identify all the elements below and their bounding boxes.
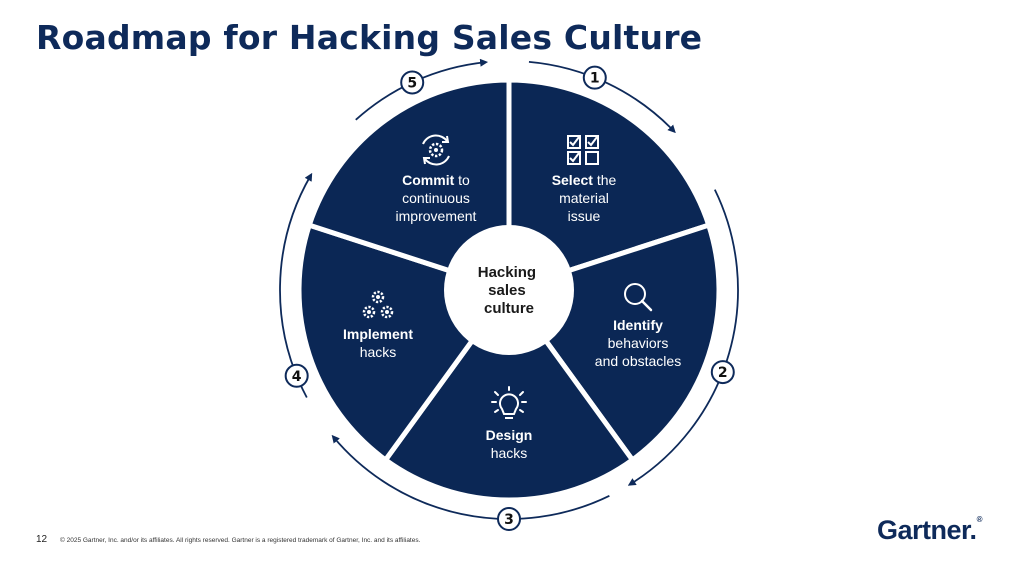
step-label-line: hacks — [360, 344, 397, 360]
ray-shape — [494, 391, 499, 396]
hub-circle — [444, 225, 574, 355]
hub: Hacking sales culture — [444, 225, 574, 355]
step-badge-1: 1 — [582, 65, 607, 90]
page-number: 12 — [36, 534, 48, 545]
cycle-arrow — [627, 189, 739, 486]
check-mark-shape — [569, 152, 580, 163]
step-label-rest: to — [454, 172, 470, 188]
badge-circle — [400, 70, 425, 95]
step-badge-3: 3 — [497, 507, 521, 531]
step-badge-4: 4 — [284, 363, 309, 388]
step-label-line: continuous — [402, 190, 470, 206]
gear-hub-shape — [434, 148, 438, 152]
gear-shape — [428, 142, 444, 158]
gear-cycle-icon — [422, 134, 450, 166]
step-2-label: Identify behaviors and obstacles — [595, 317, 681, 369]
page-title: Roadmap for Hacking Sales Culture — [36, 18, 703, 57]
checkbox-shape — [585, 151, 599, 165]
copyright-notice: © 2025 Gartner, Inc. and/or its affiliat… — [60, 537, 421, 544]
step-label-line: hacks — [491, 445, 528, 461]
check-mark-shape — [569, 136, 580, 147]
segment-step-5 — [306, 77, 512, 294]
step-label-line: Commit to — [402, 172, 470, 188]
badge-number: 5 — [407, 75, 417, 91]
hub-line: culture — [484, 300, 534, 317]
step-label-bold: Commit — [402, 172, 454, 188]
checklist-icon — [567, 135, 599, 165]
gartner-logo: Gartner.® — [877, 515, 983, 545]
step-label-line: and obstacles — [595, 353, 681, 369]
magnifier-icon — [624, 283, 653, 312]
handle-shape — [640, 299, 653, 312]
badge-number: 4 — [292, 369, 302, 385]
step-label-bold: Identify — [613, 317, 663, 333]
step-1-label: Select the material issue — [552, 172, 617, 224]
check-mark-shape — [587, 136, 598, 147]
gear-hub-shape — [376, 295, 380, 299]
checkbox-shape — [585, 135, 599, 149]
badge-number: 2 — [718, 365, 728, 381]
ray-shape — [519, 409, 524, 413]
step-label-line: behaviors — [608, 335, 669, 351]
step-label-bold: Design — [486, 427, 533, 443]
gear-shape — [371, 290, 385, 304]
step-5-label: Commit to continuous improvement — [396, 172, 477, 224]
hub-line: sales — [488, 282, 526, 299]
step-3-label: Design hacks — [486, 427, 533, 461]
cycle-arrow — [528, 60, 676, 134]
step-label-bold: Implement — [343, 326, 413, 342]
step-number-badges: 1 2 3 4 5 — [284, 65, 735, 531]
gear-shape — [362, 305, 376, 319]
step-label-line: Design — [486, 427, 533, 443]
hub-label: Hacking sales culture — [478, 264, 541, 317]
cycle-arc-shape — [424, 155, 450, 166]
gear-shape — [380, 305, 394, 319]
step-label-line: improvement — [396, 208, 477, 224]
step-label-bold: Select — [552, 172, 594, 188]
hub-line: Hacking — [478, 264, 536, 281]
cycle-arrow — [331, 434, 610, 520]
step-badge-5: 5 — [400, 70, 425, 95]
cycle-arrow-shape — [422, 157, 430, 165]
gear-hub-shape — [367, 310, 371, 314]
step-label-line: Implement — [343, 326, 413, 342]
step-4-label: Implement hacks — [343, 326, 413, 360]
badge-number: 1 — [590, 71, 600, 87]
gear-hub-shape — [385, 310, 389, 314]
cycle-arrow-shape — [442, 135, 450, 143]
checkbox-shape — [567, 135, 581, 149]
step-label-line: issue — [568, 208, 601, 224]
step-label-line: Identify — [613, 317, 663, 333]
logo-text: Gartner — [877, 515, 970, 545]
checkbox-shape — [567, 151, 581, 165]
lightbulb-icon — [491, 386, 527, 419]
cycle-arc-shape — [422, 134, 448, 145]
step-label-rest: the — [593, 172, 617, 188]
lens-shape — [624, 283, 646, 305]
segment-step-1 — [506, 77, 712, 294]
badge-circle — [497, 507, 521, 531]
gears-icon — [362, 290, 394, 319]
step-label-line: material — [559, 190, 609, 206]
badge-circle — [284, 363, 309, 388]
bulb-shape — [499, 393, 519, 415]
badge-number: 3 — [504, 512, 514, 528]
ray-shape — [519, 391, 524, 396]
step-badge-2: 2 — [710, 360, 735, 385]
badge-circle — [710, 360, 735, 385]
badge-circle — [582, 65, 607, 90]
step-label-line: Select the — [552, 172, 617, 188]
ray-shape — [494, 409, 499, 413]
logo-mark: . — [969, 515, 978, 545]
